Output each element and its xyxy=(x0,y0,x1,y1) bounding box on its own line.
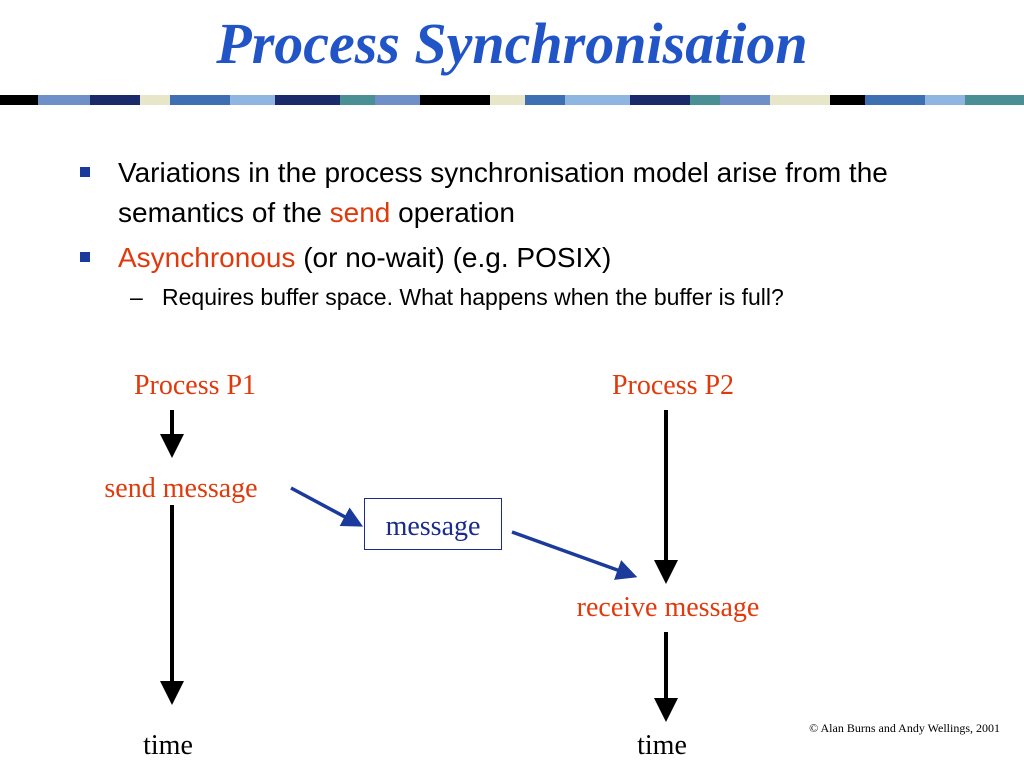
bullet-asynchronous: Asynchronous (or no-wait) (e.g. POSIX) xyxy=(80,238,980,278)
buffer-to-receive-arrow xyxy=(511,530,638,580)
decorative-stripe xyxy=(0,95,1024,105)
message-label: message xyxy=(385,511,481,542)
bullet-square-icon xyxy=(80,167,90,177)
bullet-variations: Variations in the process synchronisatio… xyxy=(80,153,980,233)
send-keyword: send xyxy=(329,197,391,228)
process-p1-label: Process P1 xyxy=(133,370,257,401)
bullet-text-part: Variations in the process synchronisatio… xyxy=(118,157,888,228)
process-p2-label: Process P2 xyxy=(611,370,735,401)
time-right-label: time xyxy=(637,730,687,761)
receive-message-label: receive message xyxy=(576,592,760,623)
send-to-buffer-arrow xyxy=(290,486,364,527)
sub-bullet-text: Requires buffer space. What happens when… xyxy=(162,284,784,310)
bullet-list: Variations in the process synchronisatio… xyxy=(80,153,980,314)
bullet-text-part: operation xyxy=(390,197,515,228)
sub-bullet-buffer: – Requires buffer space. What happens wh… xyxy=(80,280,980,314)
bullet-square-icon xyxy=(80,252,90,262)
slide-title: Process Synchronisation xyxy=(216,11,808,76)
sub-bullet-dash: – xyxy=(130,284,143,310)
copyright-footer: © Alan Burns and Andy Wellings, 2001 xyxy=(809,721,1000,735)
time-left-label: time xyxy=(143,730,193,761)
asynchronous-keyword: Asynchronous xyxy=(118,242,296,273)
bullet-text-part: (or no-wait) (e.g. POSIX) xyxy=(295,242,612,273)
send-message-label: send message xyxy=(104,473,258,504)
message-buffer-box xyxy=(364,498,502,550)
